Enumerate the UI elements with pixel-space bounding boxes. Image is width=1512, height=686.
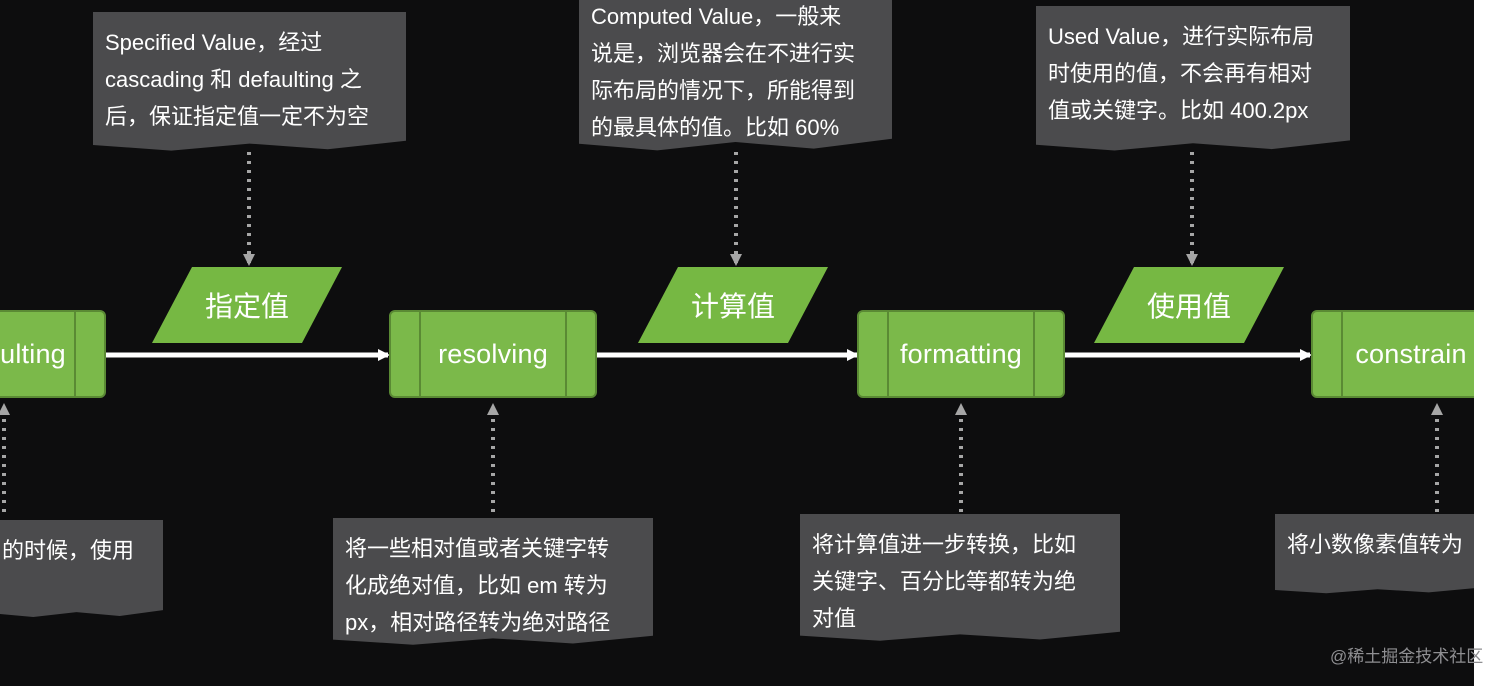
note-resolving-description: 将一些相对值或者关键字转 化成绝对值，比如 em 转为 px，相对路径转为绝对路… xyxy=(333,518,653,645)
value-node-specified-label: 指定值 xyxy=(204,291,289,322)
note-used-value: Used Value，进行实际布局 时使用的值，不会再有相对 值或关键字。比如 … xyxy=(1036,6,1350,151)
value-node-specified: 指定值 xyxy=(152,267,342,343)
process-node-defaulting-label: ulting xyxy=(0,338,66,369)
value-node-computed: 计算值 xyxy=(638,267,828,343)
process-node-resolving-label: resolving xyxy=(438,338,548,369)
note-defaulting-description: 的时候，使用 xyxy=(0,520,163,618)
watermark: @稀土掘金技术社区 xyxy=(1330,647,1484,666)
note-constraining-description: 将小数像素值转为 xyxy=(1275,514,1480,594)
process-node-defaulting: ulting xyxy=(0,310,106,398)
process-node-constraining: constrain xyxy=(1311,310,1511,398)
value-node-computed-label: 计算值 xyxy=(690,291,775,322)
process-node-resolving: resolving xyxy=(389,310,597,398)
white-edge-band xyxy=(1474,0,1512,686)
value-node-used-label: 使用值 xyxy=(1146,291,1231,322)
process-node-formatting-label: formatting xyxy=(899,338,1023,369)
process-node-formatting: formatting xyxy=(857,310,1065,398)
note-computed-value: Computed Value，一般来 说是，浏览器会在不进行实 际布局的情况下，… xyxy=(579,0,892,151)
process-node-constraining-label: constrain xyxy=(1355,338,1467,369)
note-formatting-description: 将计算值进一步转换，比如 关键字、百分比等都转为绝 对值 xyxy=(800,514,1120,641)
note-specified-value: Specified Value，经过 cascading 和 defaultin… xyxy=(93,12,406,151)
value-node-used: 使用值 xyxy=(1094,267,1284,343)
